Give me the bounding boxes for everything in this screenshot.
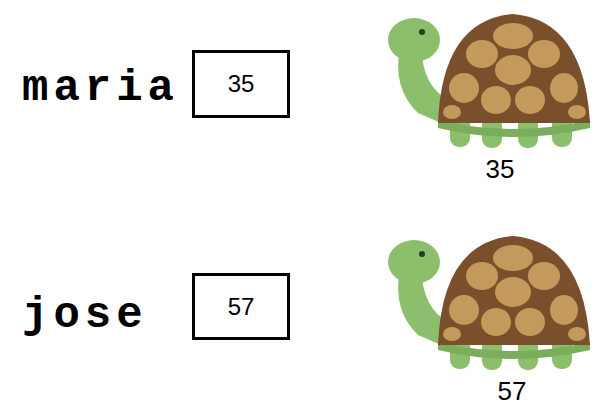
turtle-figure <box>388 14 590 148</box>
value-box: 57 <box>192 273 290 340</box>
value-box: 35 <box>192 50 290 118</box>
turtle-value: 57 <box>498 378 527 404</box>
variable-name: maria <box>22 66 179 110</box>
value-text: 57 <box>228 293 255 321</box>
variable-name: jose <box>22 293 148 337</box>
value-text: 35 <box>228 70 255 98</box>
turtle-value: 35 <box>486 156 515 182</box>
turtle-figure <box>388 236 590 370</box>
